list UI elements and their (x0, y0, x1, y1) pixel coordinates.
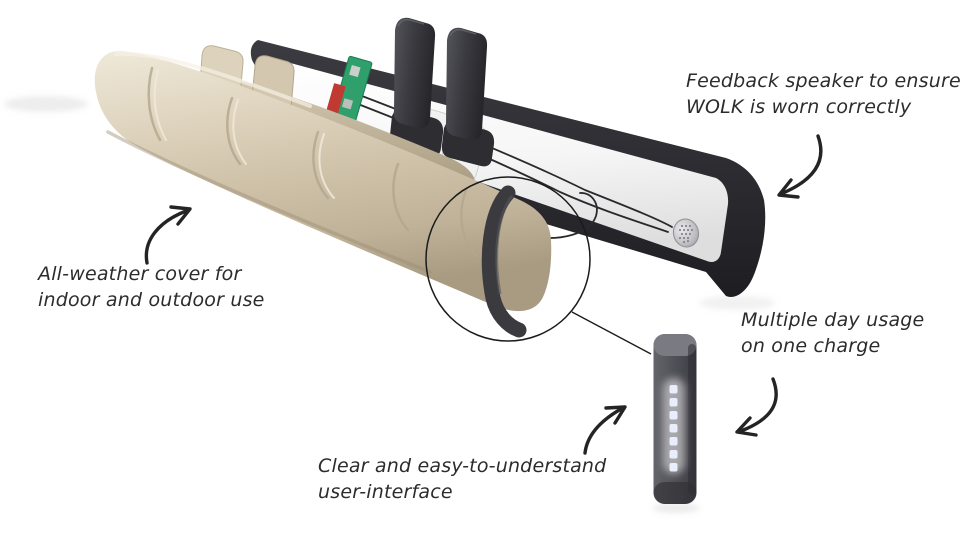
speaker (672, 218, 700, 248)
led-indicator-strip (669, 385, 678, 472)
annotation-all-weather-cover: All-weather cover for indoor and outdoor… (38, 261, 265, 313)
annotation-line: Multiple day usage (741, 309, 925, 331)
annotation-line: Clear and easy-to-understand (318, 455, 607, 477)
annotation-line: WOLK is worn correctly (686, 96, 912, 118)
end-strap (481, 185, 527, 338)
annotation-line: on one charge (741, 335, 881, 357)
fabric-cover (94, 51, 552, 312)
callout-leader-line (571, 311, 652, 355)
soft-shadows (4, 96, 775, 513)
annotation-line: user-interface (318, 481, 453, 503)
white-foam-band (268, 58, 729, 262)
detail-callout-circle (425, 176, 591, 342)
annotation-user-interface: Clear and easy-to-understand user-interf… (318, 453, 606, 505)
annotation-battery-life: Multiple day usage on one charge (741, 307, 924, 359)
arrow-feedback-speaker (777, 134, 823, 199)
annotation-feedback-speaker: Feedback speaker to ensure WOLK is worn … (686, 68, 961, 120)
attachment-clips (389, 17, 495, 167)
control-puck (653, 334, 697, 504)
annotation-line: All-weather cover for (38, 263, 242, 285)
annotation-line: indoor and outdoor use (38, 289, 265, 311)
arrow-all-weather-cover (144, 205, 192, 265)
arrow-user-interface (583, 405, 627, 455)
annotation-line: Feedback speaker to ensure (686, 70, 961, 92)
arrow-battery-life (735, 377, 778, 437)
